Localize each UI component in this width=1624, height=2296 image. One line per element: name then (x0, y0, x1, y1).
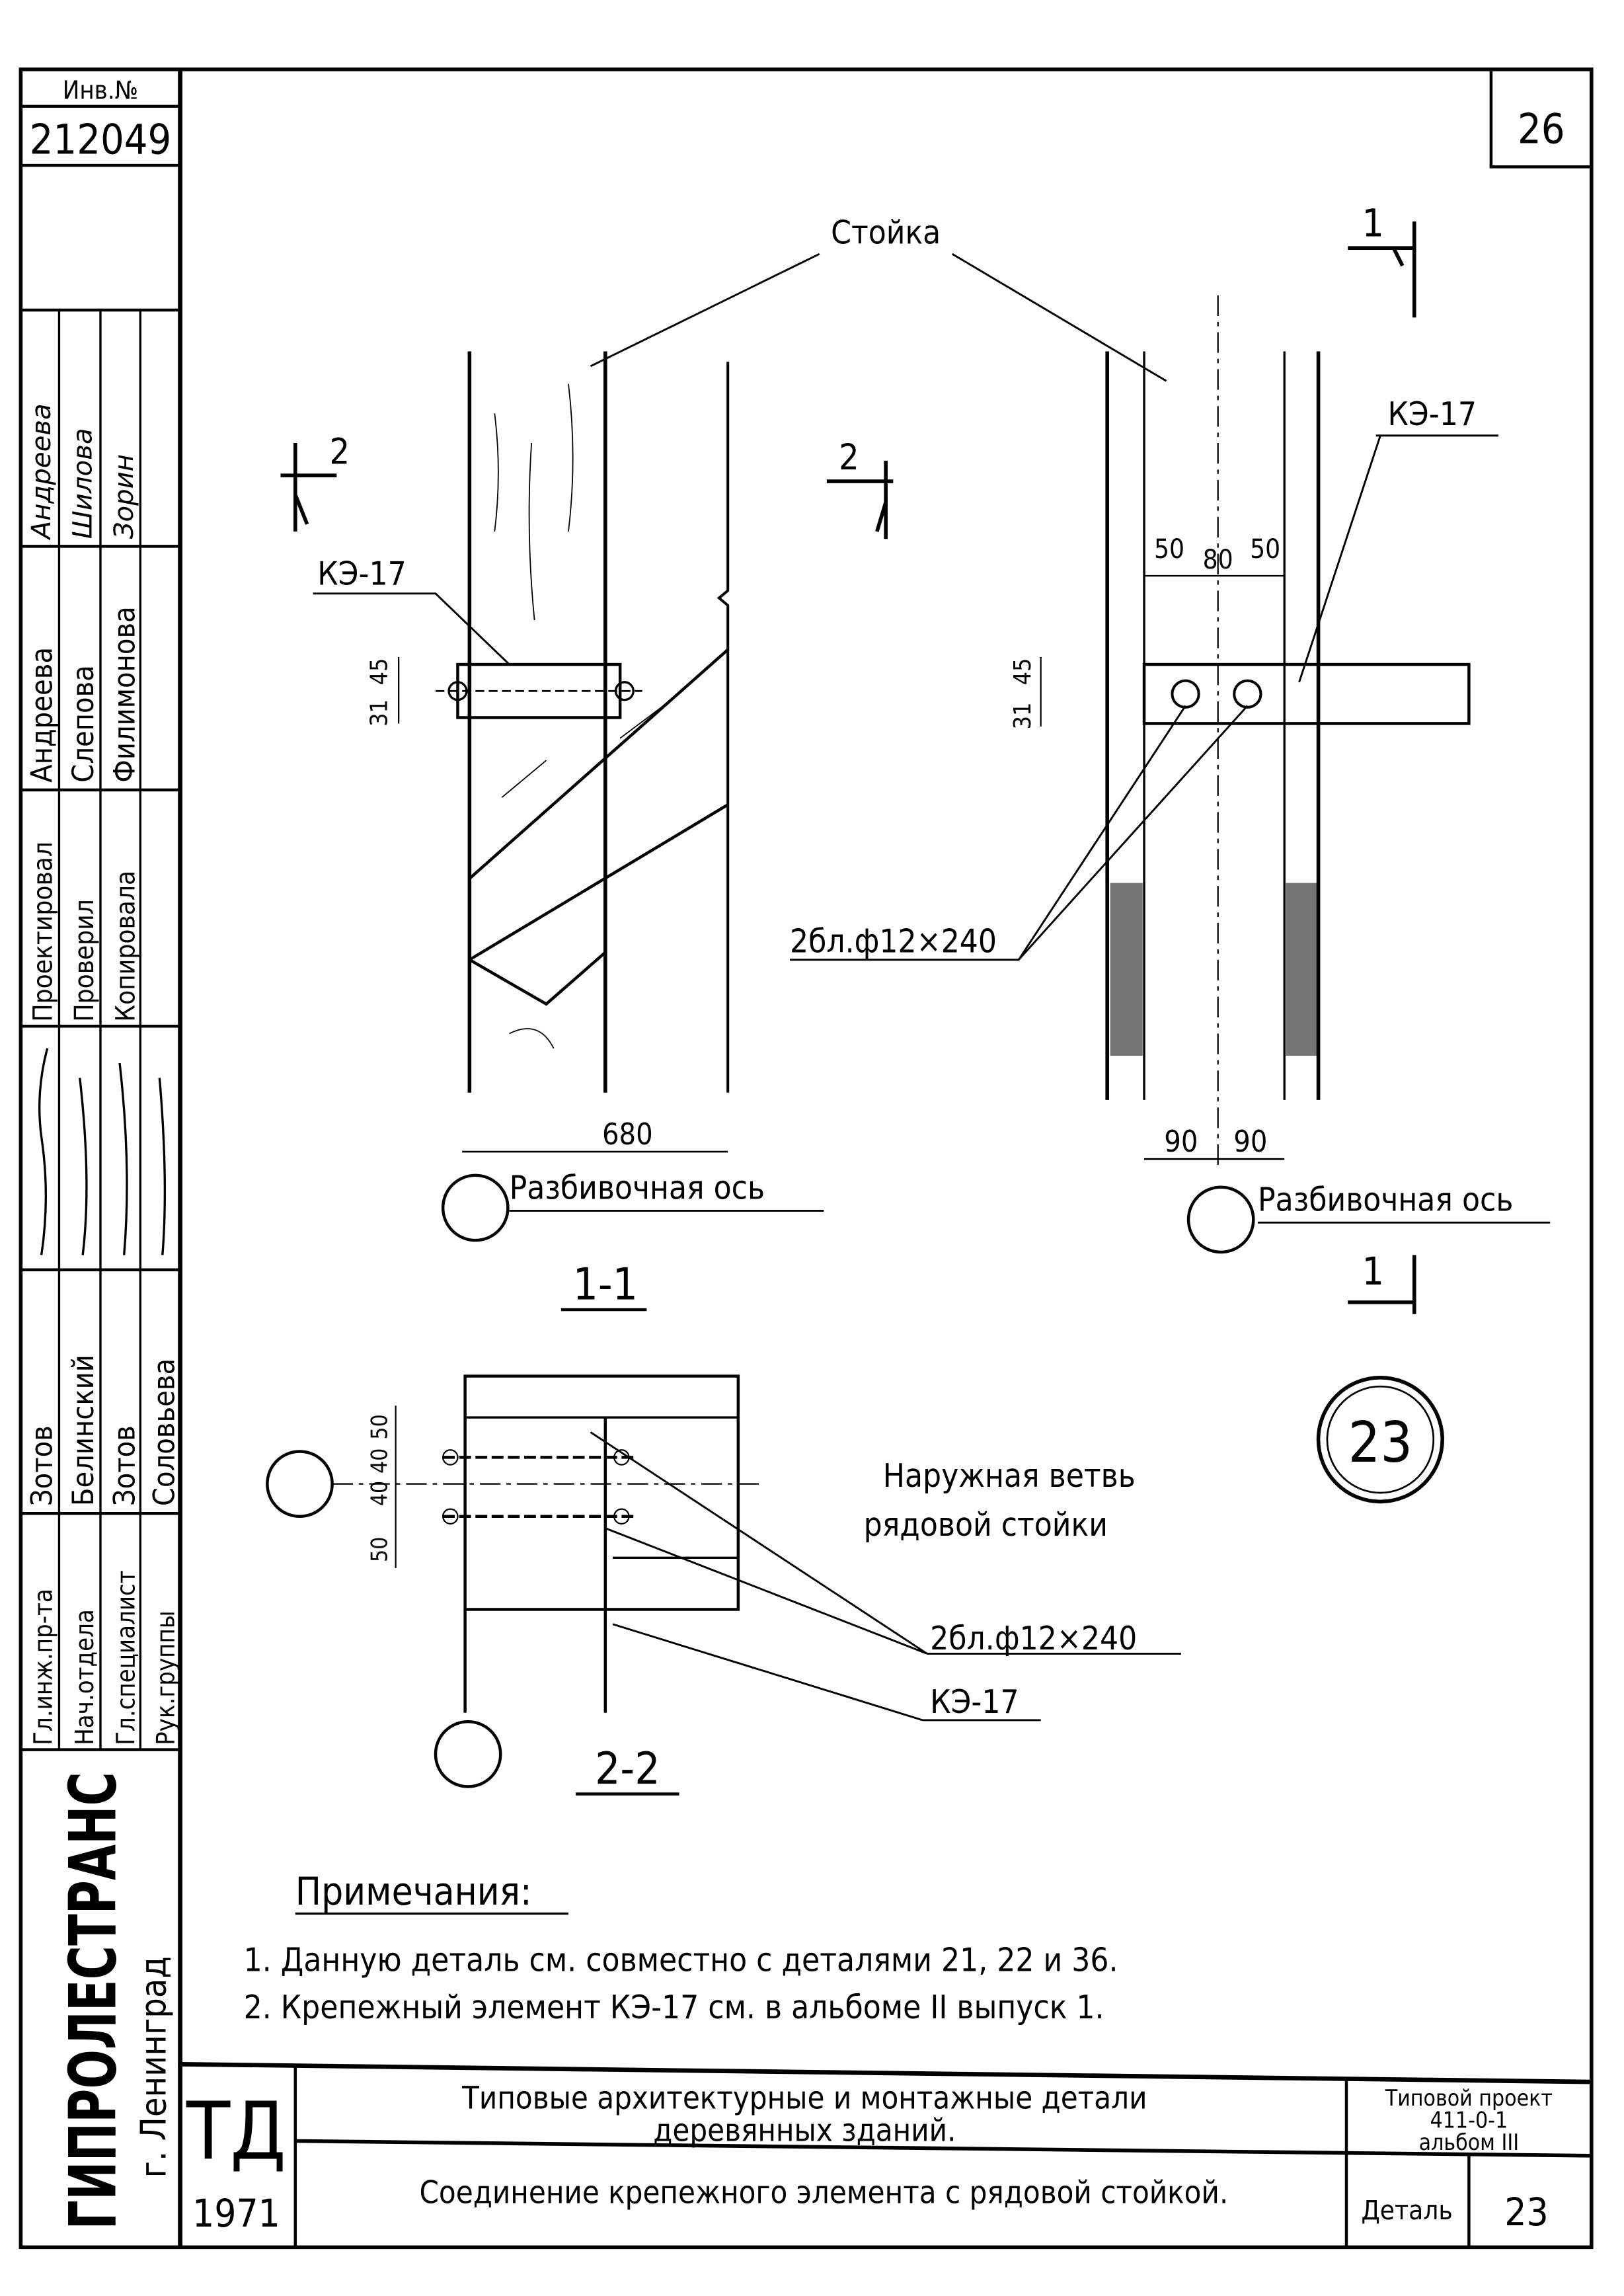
bolts-label: 2бл.ф12×240 (930, 1619, 1137, 1657)
bracket-label: КЭ-17 (930, 1682, 1019, 1721)
dim-680: 680 (602, 1117, 653, 1152)
note-item: 2. Крепежный элемент КЭ-17 см. в альбоме… (244, 1988, 1104, 2026)
sheet-number-box (1489, 67, 1593, 169)
axis-circle (434, 1720, 502, 1788)
project-label: Типовой проект (1385, 2085, 1553, 2111)
hatched-block (1286, 883, 1317, 1056)
dim-31: 31 (1009, 702, 1036, 729)
dim-45: 45 (366, 658, 393, 685)
axis-circle (1186, 1185, 1255, 1254)
dim-80: 80 (1203, 545, 1233, 575)
signer-name: Зотов (24, 1425, 59, 1506)
organization-logo: ГИПРОЛЕСТРАНС (56, 1772, 131, 2229)
note-item: 1. Данную деталь см. совместно с деталям… (244, 1941, 1118, 1979)
notes-title: Примечания: (295, 1869, 532, 1914)
signer-name: Зотов (107, 1425, 141, 1506)
detail-number: 23 (1504, 2190, 1548, 2235)
signature: Андреева (26, 403, 57, 541)
signer-role: Нач.отдела (70, 1609, 99, 1745)
dim-50: 50 (1250, 534, 1280, 565)
organization-city: г. Ленинград (132, 1956, 174, 2178)
axis-circle (441, 1173, 510, 1242)
bolts-label: 2бл.ф12×240 (790, 922, 997, 961)
signer-name: Филимонова (107, 606, 141, 783)
axis-circle (266, 1450, 334, 1518)
signer-name: Андреева (24, 647, 59, 783)
sheet-title: Соединение крепежного элемента с рядовой… (419, 2174, 1228, 2211)
axis-label: Разбивочная ось (1258, 1180, 1513, 1218)
inv-label: Инв.№ (63, 76, 138, 105)
bracket-label: КЭ-17 (1388, 395, 1477, 433)
signature: Шилова (68, 428, 98, 539)
dim-90: 90 (1164, 1125, 1198, 1159)
section-mark-1: 1 (1362, 1249, 1384, 1294)
dim-50: 50 (366, 1414, 392, 1439)
dim-50: 50 (366, 1537, 392, 1562)
signer-role: Гл.инж.пр-та (28, 1589, 58, 1745)
hatched-block (1110, 883, 1143, 1056)
dim-31: 31 (366, 699, 393, 727)
section-mark-2: 2 (839, 436, 859, 478)
signer-role: Проектировал (28, 842, 58, 1022)
bracket-label: КЭ-17 (317, 554, 406, 592)
series-code: ТД (186, 2085, 286, 2178)
notes: Примечания: 1. Данную деталь см. совмест… (244, 1869, 1118, 2026)
dim-90: 90 (1233, 1125, 1267, 1159)
album-number: альбом III (1419, 2129, 1519, 2155)
signature: Зорин (109, 454, 139, 539)
detail-circle (1316, 1376, 1444, 1504)
inv-number: 212049 (30, 115, 172, 163)
section-2-2: 50 40 40 50 Наружная ветвь рядовой стойк… (266, 1374, 1181, 1796)
section-mark-2: 2 (329, 430, 350, 472)
signer-name: Слепова (66, 665, 100, 783)
section-title-1-1: 1-1 (573, 1258, 638, 1310)
section-1-1: КЭ-17 31 45 680 Разбивочная ось 1-1 2 2 (280, 351, 894, 1312)
signer-role: Рук.группы (151, 1610, 180, 1745)
signer-name: Соловьева (147, 1359, 182, 1506)
detail-label: Деталь (1361, 2196, 1452, 2226)
sheet-number: 26 (1518, 105, 1565, 153)
series-title-line2: деревянных зданий. (653, 2112, 956, 2149)
outer-branch-label: рядовой стойки (864, 1505, 1108, 1544)
section-mark-1: 1 (1362, 200, 1384, 245)
dim-45: 45 (1009, 658, 1036, 685)
detail-circle-number: 23 (1348, 1410, 1412, 1476)
dim-40: 40 (366, 1481, 392, 1506)
project-number: 411-0-1 (1430, 2107, 1508, 2133)
axis-label: Разбивочная ось (510, 1169, 765, 1207)
post-label: Стойка (831, 214, 941, 252)
signer-role: Проверил (69, 899, 100, 1021)
section-title-2-2: 2-2 (595, 1743, 660, 1794)
series-title-line1: Типовые архитектурные и монтажные детали (461, 2080, 1147, 2116)
signer-name: Белинский (66, 1355, 100, 1506)
signer-role: Гл.специалист (111, 1570, 140, 1745)
dim-50: 50 (1154, 534, 1184, 565)
dim-40: 40 (366, 1448, 392, 1474)
outer-frame (19, 67, 1594, 2250)
stamp-strip: Инв.№ 212049 Андреева Шилова Зорин Андре… (20, 76, 182, 2229)
title-block: ТД 1971 Типовые архитектурные и монтажны… (178, 2061, 1592, 2248)
outer-branch-label: Наружная ветвь (883, 1456, 1136, 1495)
side-view: КЭ-17 50 80 50 31 45 2бл.ф12×240 90 90 Р… (789, 200, 1551, 1504)
signer-role: Копировала (110, 871, 141, 1022)
series-year: 1971 (192, 2191, 280, 2236)
